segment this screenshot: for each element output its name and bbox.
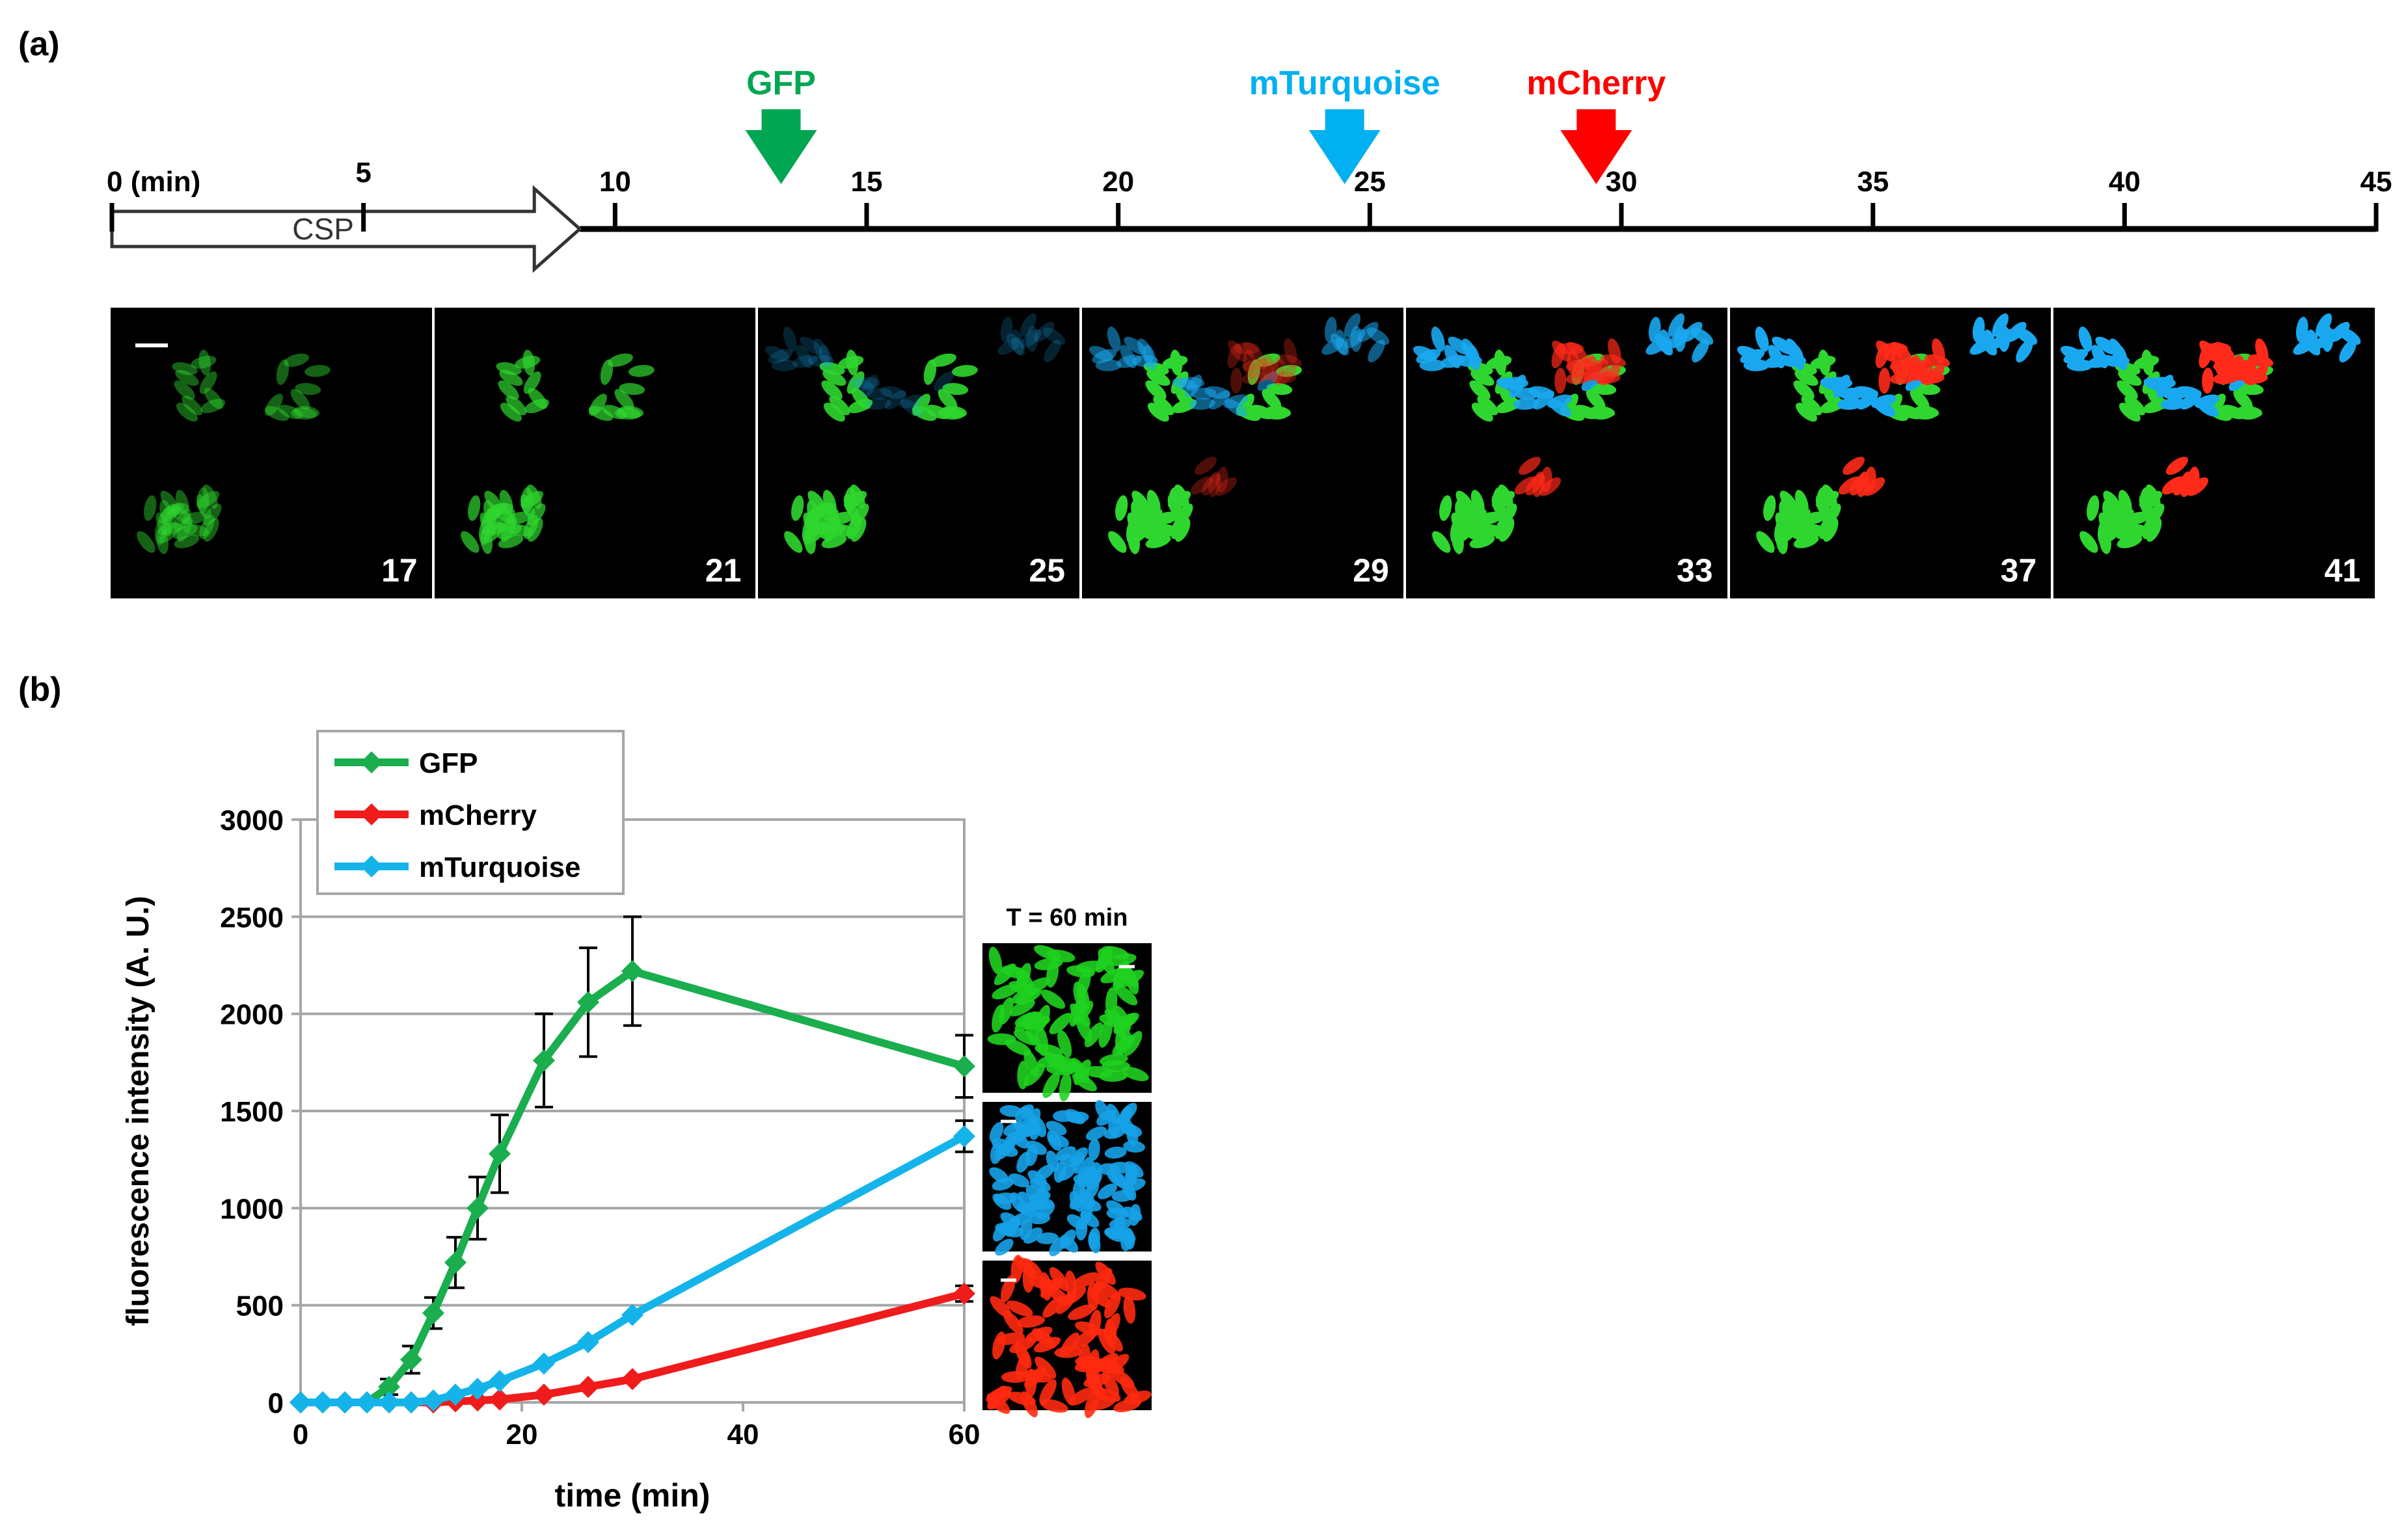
data-point-mturquoise bbox=[489, 1370, 511, 1393]
y-tick-label: 1000 bbox=[220, 1193, 284, 1225]
timeline-tick-label: 35 bbox=[1857, 166, 1889, 198]
data-point-gfp bbox=[378, 1376, 400, 1398]
data-point-mturquoise bbox=[334, 1391, 356, 1413]
data-point-gfp bbox=[533, 1049, 555, 1072]
frame-time-label: 37 bbox=[2000, 552, 2037, 589]
data-point-mcherry bbox=[467, 1389, 489, 1412]
data-point-mturquoise bbox=[356, 1391, 378, 1413]
inset-image-gfp bbox=[982, 943, 1152, 1102]
frame-time-label: 41 bbox=[2324, 552, 2361, 589]
data-point-gfp bbox=[467, 1197, 489, 1220]
data-point-mturquoise bbox=[290, 1391, 312, 1413]
timeline-tick-label: 40 bbox=[2109, 166, 2141, 198]
timeline-tick-label: 0 (min) bbox=[107, 166, 200, 198]
legend-label: mCherry bbox=[419, 799, 537, 831]
data-point-mturquoise bbox=[621, 1304, 643, 1326]
x-tick-label: 60 bbox=[949, 1419, 981, 1451]
legend-label: GFP bbox=[419, 747, 478, 779]
microscopy-frame: 33 bbox=[1405, 308, 1727, 598]
data-point-gfp bbox=[577, 991, 599, 1013]
y-tick-label: 500 bbox=[236, 1291, 284, 1322]
microscopy-image bbox=[1089, 313, 1390, 554]
microscopy-frame: 21 bbox=[434, 308, 756, 598]
timeline-tick-label: 30 bbox=[1606, 166, 1638, 198]
inset-image-mcherry bbox=[982, 1255, 1152, 1419]
microscopy-image bbox=[765, 313, 1066, 554]
timeline-tick-label: 5 bbox=[355, 157, 371, 189]
data-point-mcherry bbox=[621, 1368, 643, 1391]
timeline-tick-label: 15 bbox=[851, 166, 883, 198]
data-point-mcherry bbox=[533, 1384, 555, 1406]
panel-a-label: (a) bbox=[18, 25, 60, 63]
microscopy-image bbox=[1737, 313, 2037, 554]
data-point-mturquoise bbox=[400, 1391, 422, 1413]
data-point-gfp bbox=[953, 1055, 975, 1078]
microscopy-frame: 37 bbox=[1729, 308, 2051, 598]
frame-time-label: 33 bbox=[1676, 552, 1713, 589]
timeline-tick-label: 10 bbox=[599, 166, 631, 198]
x-tick-label: 0 bbox=[293, 1419, 308, 1451]
timeline-tick-label: 20 bbox=[1102, 166, 1134, 198]
x-tick-label: 40 bbox=[727, 1419, 759, 1451]
microscopy-image bbox=[460, 349, 655, 554]
microscopy-image bbox=[1413, 313, 1714, 554]
timeline-marker-label: mCherry bbox=[1526, 64, 1666, 102]
timeline-marker-mturquoise-arrow-icon bbox=[1308, 109, 1381, 184]
data-point-mturquoise bbox=[953, 1125, 975, 1147]
frame-time-label: 29 bbox=[1353, 552, 1389, 589]
microscopy-frame: 41 bbox=[2053, 308, 2375, 598]
data-point-mcherry bbox=[489, 1388, 511, 1411]
timeline: CSP 0 (min) 5 10 15 20 25 30 35 40 45 GFP mTurquoise… bbox=[107, 64, 2392, 273]
microscopy-strip: 17 21 25 29 33 37 41 bbox=[111, 308, 2375, 598]
data-point-gfp bbox=[422, 1302, 444, 1324]
data-point-gfp bbox=[489, 1142, 511, 1165]
x-tick-label: 20 bbox=[506, 1419, 538, 1451]
data-point-gfp bbox=[444, 1251, 467, 1274]
data-point-mturquoise bbox=[467, 1378, 489, 1400]
y-tick-label: 3000 bbox=[220, 805, 284, 836]
y-tick-label: 0 bbox=[268, 1387, 284, 1419]
csp-treatment-arrow bbox=[110, 185, 582, 273]
fluorescence-chart: 0 500 1000 1500 2000 2500 3000 0 20 40 60 time (min… bbox=[121, 730, 980, 1514]
data-point-gfp bbox=[621, 959, 643, 982]
frame-time-label: 25 bbox=[1029, 552, 1066, 589]
microscopy-image bbox=[135, 343, 331, 554]
y-tick-label: 2500 bbox=[220, 902, 284, 933]
data-point-gfp bbox=[400, 1348, 422, 1371]
x-axis-label: time (min) bbox=[555, 1477, 710, 1514]
csp-label: CSP bbox=[292, 212, 354, 246]
legend-marker bbox=[360, 803, 383, 825]
frame-time-label: 21 bbox=[705, 552, 742, 589]
data-point-mturquoise bbox=[378, 1391, 400, 1413]
data-point-mturquoise bbox=[422, 1389, 444, 1412]
timeline-tick-label: 25 bbox=[1354, 166, 1386, 198]
timeline-marker-mcherry-arrow-icon bbox=[1560, 109, 1632, 184]
inset-image-mturquoise bbox=[982, 1100, 1152, 1257]
legend-label: mTurquoise bbox=[419, 851, 581, 883]
data-point-mcherry bbox=[577, 1376, 599, 1398]
microscopy-frame: 29 bbox=[1082, 308, 1403, 598]
data-point-mcherry bbox=[953, 1282, 975, 1305]
y-axis-label: fluorescence intensity (A. U.) bbox=[121, 896, 156, 1326]
microscopy-image bbox=[2061, 313, 2361, 554]
data-point-mturquoise bbox=[577, 1331, 599, 1354]
y-tick-label: 1500 bbox=[220, 1096, 284, 1128]
data-point-mturquoise bbox=[444, 1384, 467, 1406]
inset-title: T = 60 min bbox=[1006, 904, 1128, 931]
microscopy-frame: 25 bbox=[758, 308, 1080, 598]
data-point-mturquoise bbox=[312, 1391, 334, 1413]
timeline-marker-label: mTurquoise bbox=[1249, 64, 1441, 102]
panel-b-label: (b) bbox=[18, 671, 62, 708]
legend-marker bbox=[360, 751, 383, 773]
microscopy-frame: 17 bbox=[111, 308, 432, 598]
timeline-tick-label: 45 bbox=[2361, 166, 2392, 198]
series-line-mturquoise bbox=[301, 1132, 966, 1406]
frame-time-label: 17 bbox=[381, 552, 418, 589]
timeline-marker-gfp-arrow-icon bbox=[745, 109, 817, 184]
legend-marker bbox=[360, 855, 383, 877]
data-point-mturquoise bbox=[533, 1352, 555, 1375]
timeline-marker-label: GFP bbox=[746, 64, 816, 102]
y-tick-label: 2000 bbox=[220, 999, 284, 1031]
